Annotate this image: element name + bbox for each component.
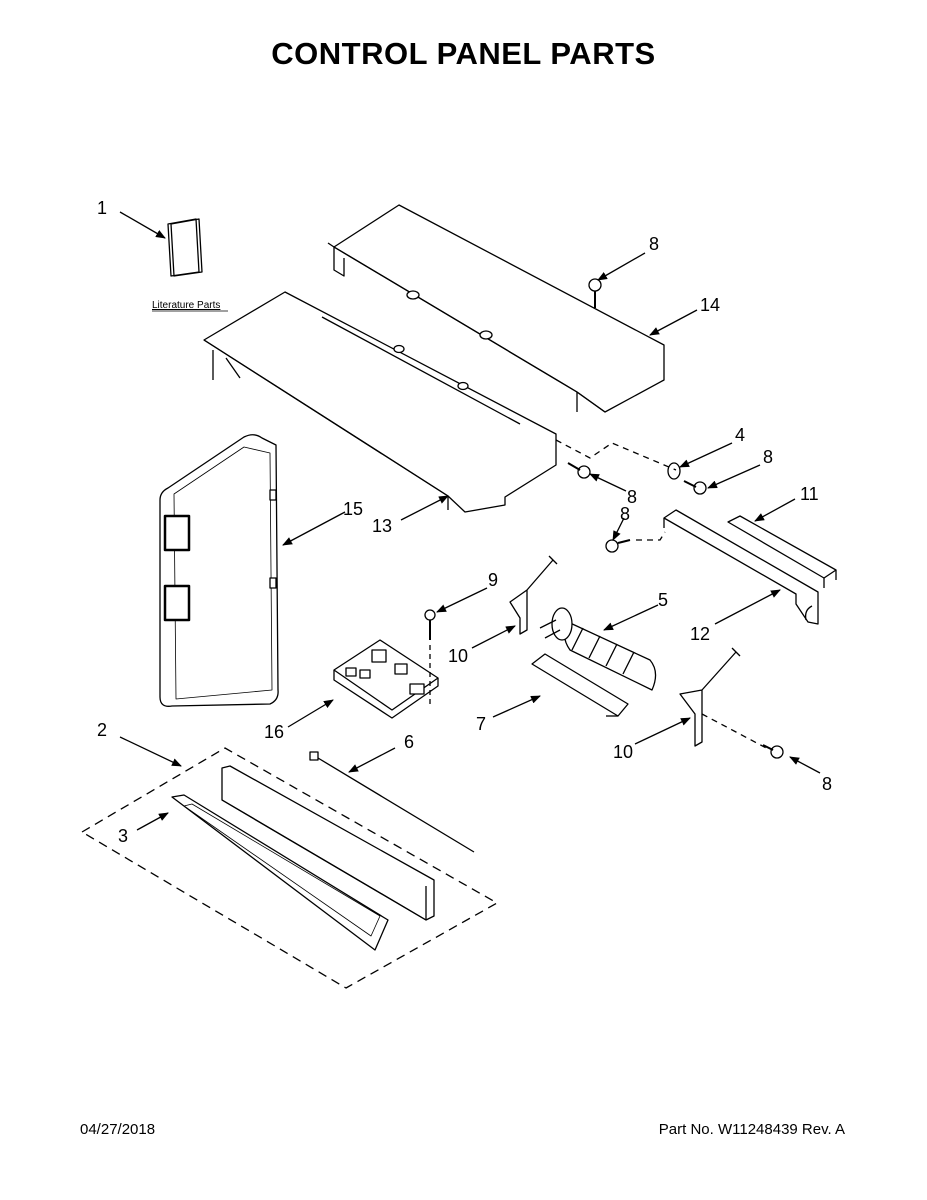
- part-5-blower: [539, 607, 657, 691]
- callout-9: 9: [488, 570, 498, 590]
- callout-3: 3: [118, 826, 128, 846]
- diagram-date: 04/27/2018: [80, 1121, 156, 1138]
- literature-parts-label: Literature Parts: [152, 300, 220, 311]
- callout-15: 15: [343, 499, 363, 519]
- part-14-upper-cover: [327, 204, 665, 413]
- callout-16: 16: [264, 722, 284, 742]
- callout-7: 7: [476, 714, 486, 734]
- callout-11: 11: [800, 484, 819, 504]
- screw-8-mid-right: [683, 480, 707, 495]
- part-2-glass-panel: [221, 765, 435, 921]
- callout-6: 6: [404, 732, 414, 752]
- part-1-literature: [152, 218, 228, 312]
- washer-4: [667, 462, 681, 480]
- screw-8-top: [588, 278, 602, 308]
- callout-1: 1: [97, 198, 107, 218]
- callout-4: 4: [735, 425, 745, 445]
- callout-8-mid-right: 8: [763, 447, 773, 467]
- screw-8-rail: [605, 539, 631, 553]
- callout-labels: 1 Literature Parts 8 14 4 8 8 11 15 13 8…: [97, 198, 832, 846]
- part-10-bracket-left: [509, 555, 558, 635]
- callout-8-top: 8: [649, 234, 659, 254]
- callout-10-left: 10: [448, 646, 468, 666]
- callout-8-mid: 8: [627, 487, 637, 507]
- screw-8-mid-left: [567, 462, 591, 479]
- callout-10-right: 10: [613, 742, 633, 762]
- callout-5: 5: [658, 590, 668, 610]
- part-10-bracket-right: [679, 647, 741, 747]
- part-7-deflector: [531, 653, 629, 717]
- page-title: CONTROL PANEL PARTS: [271, 36, 656, 71]
- callout-13: 13: [372, 516, 392, 536]
- part-3-trim-frame: [171, 794, 389, 951]
- part-9-screw: [424, 609, 436, 706]
- callout-8-bottom: 8: [822, 774, 832, 794]
- callout-8-rail: 8: [620, 504, 630, 524]
- callout-2: 2: [97, 720, 107, 740]
- part-number: Part No. W11248439 Rev. A: [658, 1121, 845, 1138]
- part-15-back-panel: [159, 434, 279, 707]
- part-11-seal: [727, 515, 837, 588]
- screw-8-bottom: [762, 744, 784, 759]
- part-16-control-board: [333, 639, 439, 719]
- alignment-lines: [555, 439, 771, 751]
- part-2-assembly-outline: [81, 747, 498, 989]
- part-6-wire: [309, 751, 475, 853]
- callout-arrows: [119, 211, 821, 831]
- callout-14: 14: [700, 295, 720, 315]
- callout-12: 12: [690, 624, 710, 644]
- part-12-rail: [663, 509, 819, 625]
